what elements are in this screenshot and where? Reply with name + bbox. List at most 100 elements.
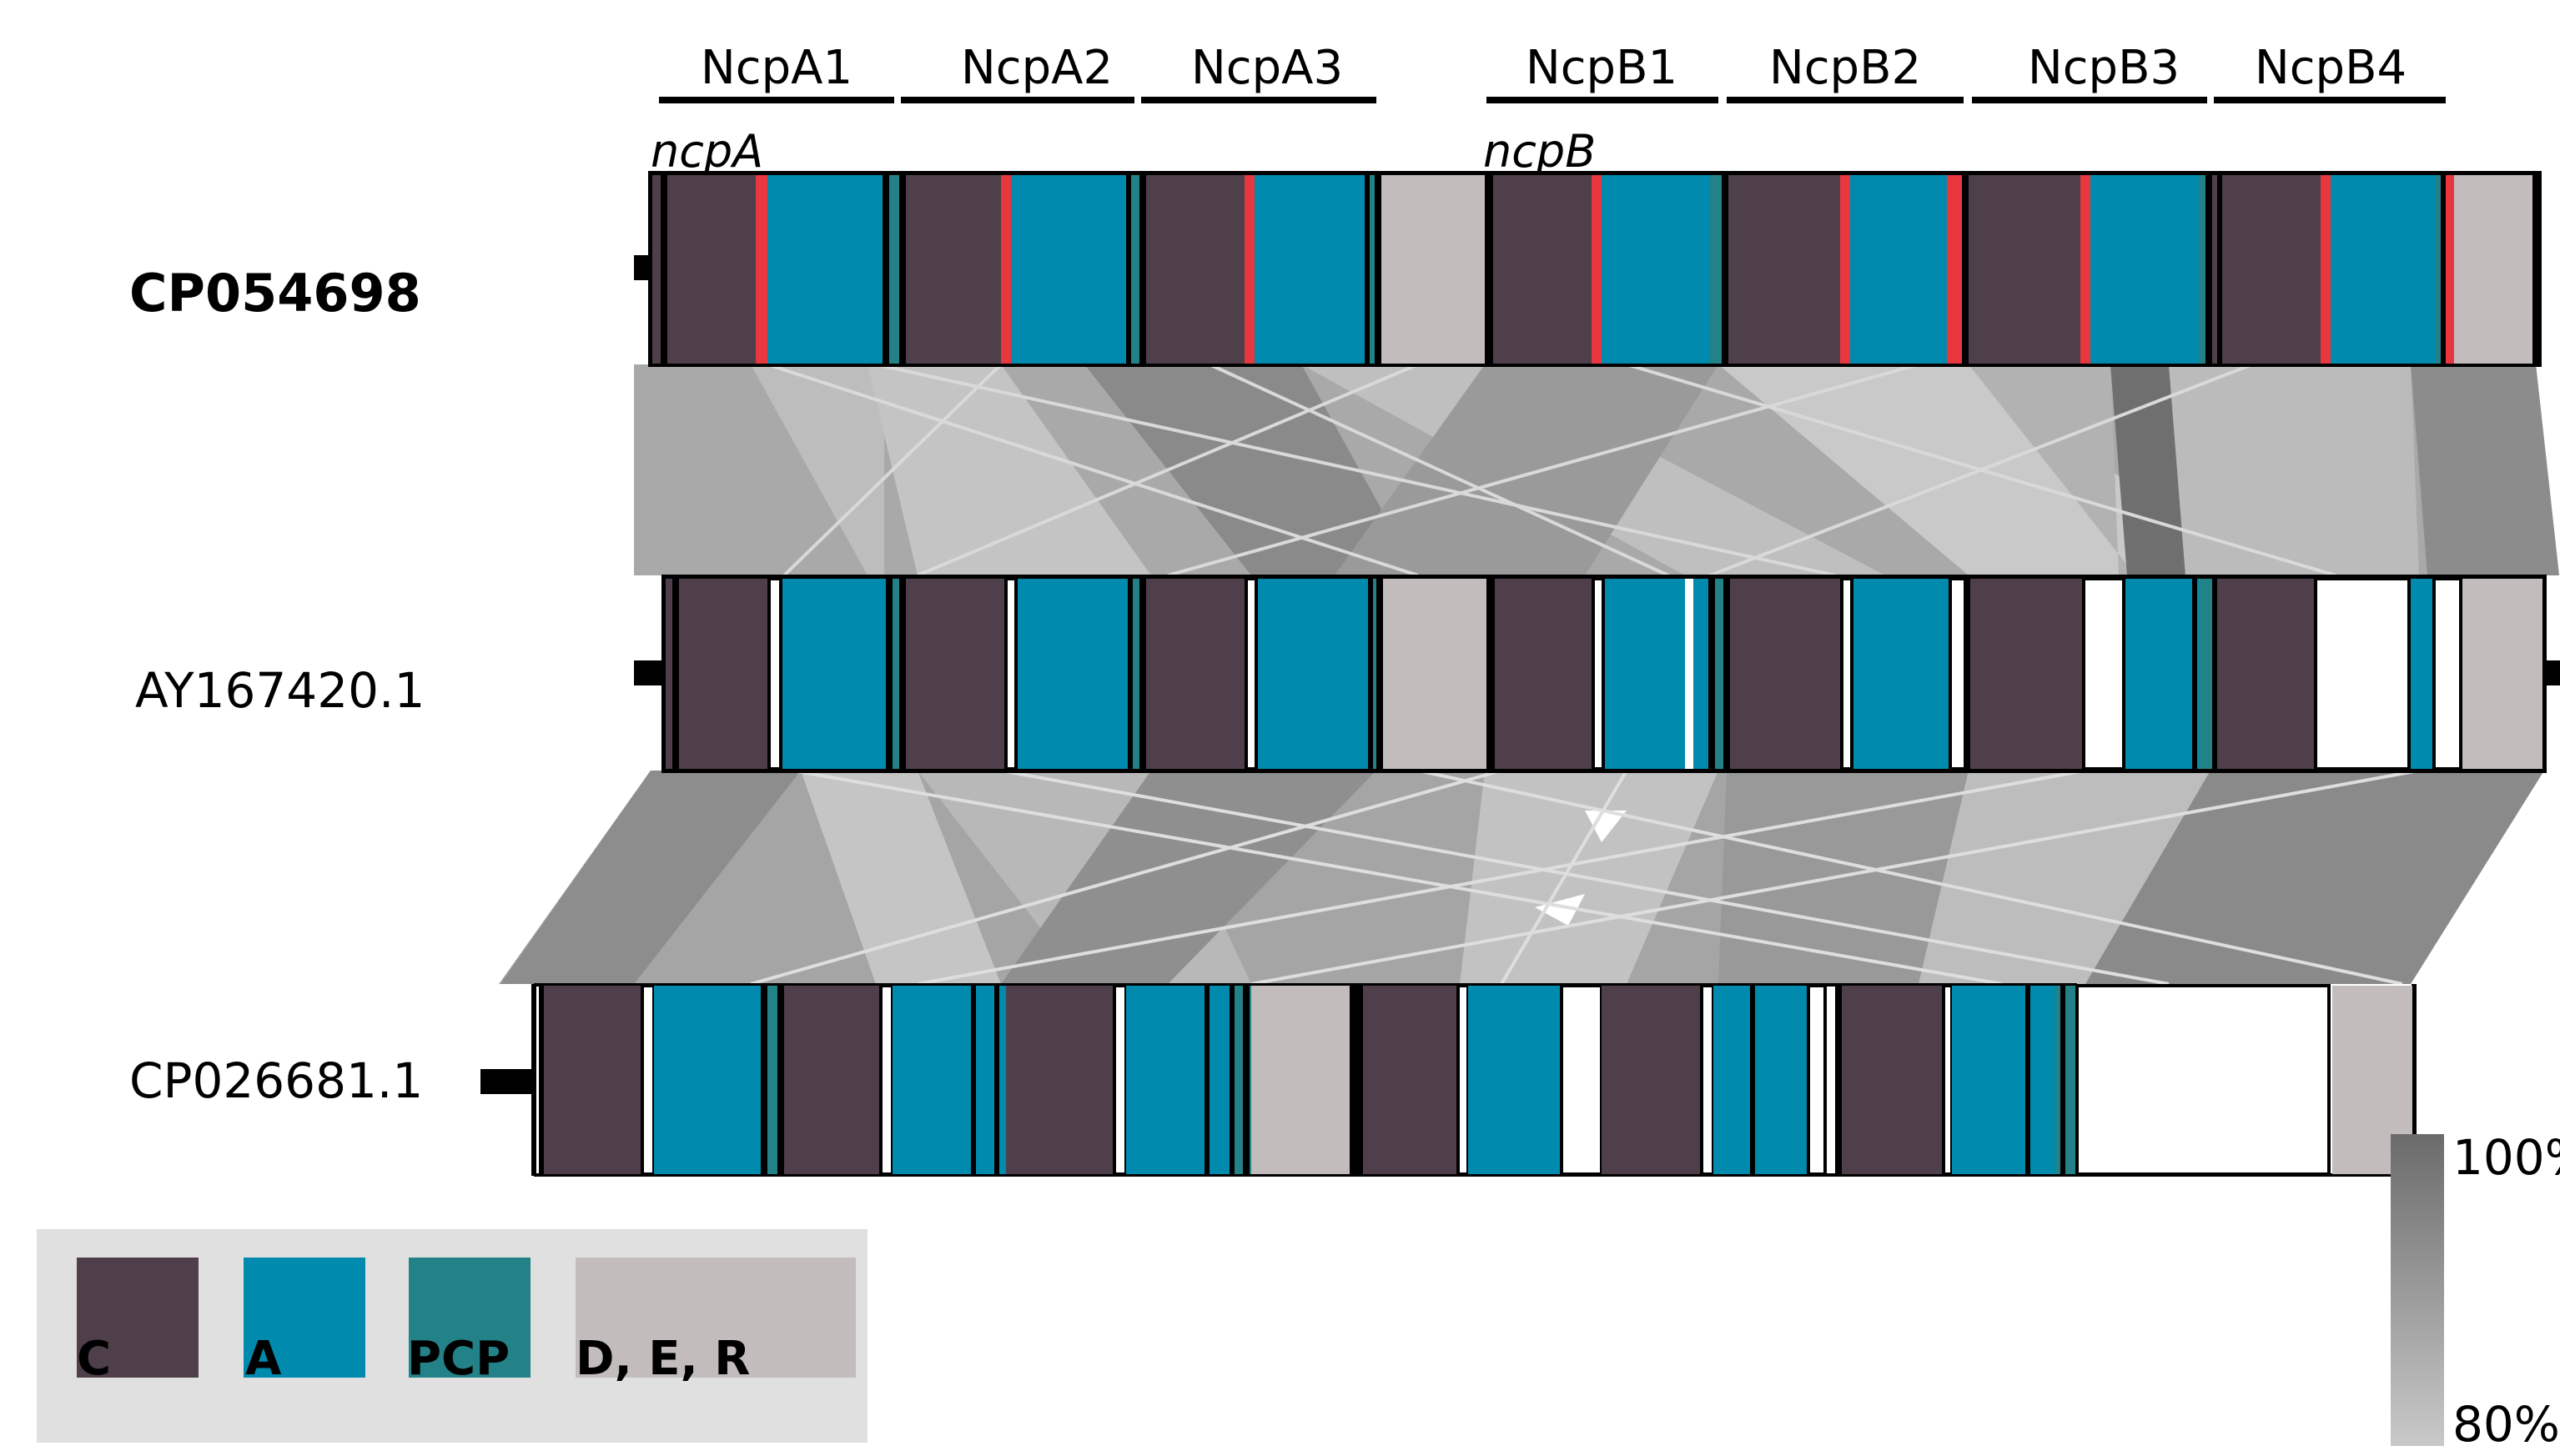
gene-label-ncpa: ncpA [651, 125, 763, 178]
domain-c [777, 986, 881, 1174]
domain-c [1723, 175, 1840, 364]
domain-a [2090, 175, 2199, 364]
track-label-cp054698: CP054698 [129, 263, 421, 324]
identity-scale: 100% 80% [2391, 1129, 2560, 1453]
domain-white-gap [879, 984, 894, 1176]
domain-der [1380, 175, 1485, 364]
domain-white-gap [641, 984, 656, 1176]
comparison-band-1 [634, 363, 2559, 577]
domain-der [1251, 986, 1351, 1174]
domain-c [1965, 175, 2080, 364]
domain-c [1486, 579, 1593, 769]
domain-c [544, 986, 642, 1174]
domain-a [781, 579, 888, 769]
module-label-ncpa1: NcpA1 [701, 41, 852, 95]
domain-c [1727, 579, 1842, 769]
domain-red-marker [1840, 175, 1850, 364]
domain-white-gap [1560, 984, 1603, 1176]
legend-swatch-pcp [409, 1258, 531, 1378]
domain-pcp [1710, 175, 1723, 364]
domain-der [1381, 579, 1486, 769]
legend-swatch-der [576, 1258, 856, 1378]
domain-a [893, 986, 1006, 1174]
domain-red-marker [1245, 175, 1255, 364]
domain-red-marker [2446, 175, 2454, 364]
domain-c [1141, 579, 1246, 769]
module-label-ncpa2: NcpA2 [961, 41, 1113, 95]
domain-a [1468, 986, 1562, 1174]
module-label-ncpa3: NcpA3 [1191, 41, 1343, 95]
domain-a [1603, 579, 1710, 769]
track-cp054698 [634, 171, 2542, 367]
track-label-cp026681: CP026681.1 [129, 1052, 423, 1109]
domain-white-gap [1807, 984, 1827, 1176]
module-label-ncpb3: NcpB3 [2028, 41, 2180, 95]
domain-white-gap [1942, 984, 1954, 1176]
domain-a [1256, 579, 1370, 769]
domain-c [1006, 986, 1114, 1174]
domain-a [1255, 175, 1368, 364]
legend: C A PCP D, E, R [37, 1229, 868, 1443]
domain-red-marker [756, 175, 767, 364]
domain-der [2461, 579, 2542, 769]
domain-a [2409, 579, 2434, 769]
domain-white-gap [1842, 579, 1852, 769]
domain-white-gap [1593, 579, 1603, 769]
domain-red-marker [1001, 175, 1011, 364]
domain-c [666, 579, 769, 769]
module-label-ncpb2: NcpB2 [1769, 41, 1921, 95]
module-labels: NcpA1 NcpA2 NcpA3 NcpB1 NcpB2 NcpB3 NcpB… [659, 41, 2446, 103]
domain-c [1139, 175, 1245, 364]
track-label-ay167420: AY167420.1 [135, 662, 425, 719]
domain-a [1011, 175, 1128, 364]
domain-a [2124, 579, 2199, 769]
domain-white-gap [1246, 579, 1256, 769]
comparison-band-2 [499, 769, 2544, 986]
module-label-ncpb1: NcpB1 [1526, 41, 1677, 95]
domain-a [1016, 579, 1129, 769]
domain-a [767, 175, 884, 364]
domain-a [1852, 579, 1950, 769]
domain-white-gap [1113, 984, 1128, 1176]
domain-c [899, 175, 1001, 364]
legend-swatch-c [77, 1258, 199, 1378]
identity-gradient-bar [2391, 1134, 2444, 1446]
legend-label-pcp: PCP [407, 1332, 510, 1386]
domain-c [1969, 579, 2084, 769]
module-label-ncpb4: NcpB4 [2255, 41, 2407, 95]
legend-label-der: D, E, R [576, 1332, 750, 1386]
domain-white-gap [1006, 579, 1016, 769]
domain-white-gap [1685, 579, 1693, 769]
domain-der [2454, 175, 2537, 364]
domain-white-gap [2084, 579, 2124, 769]
legend-swatch-a [244, 1258, 365, 1378]
domain-c [2215, 579, 2316, 769]
track-ay167420 [634, 575, 2560, 773]
track-cp026681 [480, 983, 2417, 1177]
domain-a [2331, 175, 2436, 364]
domain-red-marker [2080, 175, 2090, 364]
domain-a [1126, 986, 1233, 1174]
domain-c [1485, 175, 1592, 364]
domain-pcp [2199, 579, 2215, 769]
domain-white-gap [2075, 984, 2331, 1176]
domain-red-marker [1592, 175, 1602, 364]
domain-white-gap [2316, 579, 2409, 769]
identity-min-label: 80% [2452, 1396, 2560, 1453]
domain-a [1713, 986, 1808, 1174]
domain-white-gap [1700, 984, 1715, 1176]
domain-white-gap [2434, 579, 2461, 769]
domain-pcp [2055, 986, 2077, 1174]
domain-a [1850, 175, 1947, 364]
domain-a [654, 986, 761, 1174]
domain-white-gap [769, 579, 781, 769]
domain-c [1842, 986, 1944, 1174]
identity-max-label: 100% [2452, 1129, 2560, 1186]
legend-label-a: A [245, 1332, 282, 1386]
domain-c [901, 579, 1006, 769]
domain-c [1602, 986, 1702, 1174]
domain-red-marker [1947, 175, 1965, 364]
domain-red-marker [2321, 175, 2331, 364]
gene-label-ncpb: ncpB [1483, 125, 1596, 178]
domain-c [2212, 175, 2321, 364]
